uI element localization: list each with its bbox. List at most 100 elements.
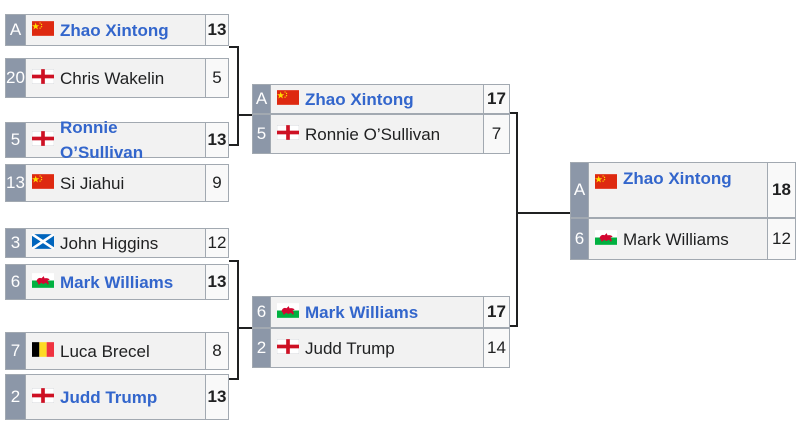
player-cell[interactable]: Judd Trump bbox=[25, 374, 206, 420]
score: 12 bbox=[768, 218, 796, 260]
score: 13 bbox=[206, 122, 229, 158]
seed: 20 bbox=[5, 58, 25, 98]
england-flag-icon bbox=[276, 122, 300, 147]
r2-m1-bottom: 5 Ronnie O’Sullivan 7 bbox=[252, 114, 510, 154]
seed: 5 bbox=[252, 114, 270, 154]
score: 17 bbox=[484, 84, 510, 114]
player-cell[interactable]: Si Jiahui bbox=[25, 164, 206, 202]
seed: 2 bbox=[252, 328, 270, 368]
r1-m3-bottom: 6 Mark Williams 13 bbox=[5, 264, 229, 300]
r2-m1-top: A Zhao Xintong 17 bbox=[252, 84, 510, 114]
china-flag-icon bbox=[32, 18, 54, 43]
seed: 6 bbox=[252, 296, 270, 328]
score: 18 bbox=[768, 162, 796, 218]
england-flag-icon bbox=[31, 128, 55, 153]
player-cell[interactable]: Mark Williams bbox=[588, 218, 768, 260]
score: 7 bbox=[484, 114, 510, 154]
england-flag-icon bbox=[276, 336, 300, 361]
r1-m2-top: 5 Ronnie O’Sullivan 13 bbox=[5, 118, 229, 162]
player-cell[interactable]: Mark Williams bbox=[25, 264, 206, 300]
player-name[interactable]: Mark Williams bbox=[623, 229, 729, 249]
final-match: A Zhao Xintong 18 6 Mark Williams 12 bbox=[570, 162, 796, 260]
connector-r2 bbox=[510, 325, 518, 327]
wales-flag-icon bbox=[595, 227, 617, 252]
r2-match-2: 6 Mark Williams 17 2 Judd Trump 14 bbox=[252, 296, 510, 368]
player-name[interactable]: Chris Wakelin bbox=[60, 68, 165, 88]
china-flag-icon bbox=[595, 171, 617, 196]
seed: A bbox=[570, 162, 588, 218]
player-name[interactable]: Zhao Xintong bbox=[305, 89, 414, 109]
player-cell[interactable]: Ronnie O’Sullivan bbox=[25, 118, 206, 162]
r1-match-1: A Zhao Xintong 13 20 Chris Wakelin 5 bbox=[5, 14, 229, 98]
r1-match-4: 7 Luca Brecel 8 2 Judd Trump 13 bbox=[5, 332, 229, 420]
player-name[interactable]: Ronnie O’Sullivan bbox=[305, 124, 441, 144]
player-name[interactable]: Judd Trump bbox=[305, 338, 395, 358]
player-name[interactable]: Judd Trump bbox=[60, 387, 158, 407]
player-name[interactable]: Zhao Xintong bbox=[60, 20, 169, 40]
r1-match-2: 5 Ronnie O’Sullivan 13 13 Si Jiahui 9 bbox=[5, 118, 229, 202]
connector-r2 bbox=[516, 112, 518, 327]
connector-r1-top bbox=[237, 114, 252, 116]
score: 5 bbox=[206, 58, 229, 98]
connector-r1-top bbox=[229, 144, 239, 146]
england-flag-icon bbox=[31, 66, 55, 91]
connector-r1-bottom bbox=[229, 260, 239, 262]
score: 17 bbox=[484, 296, 510, 328]
r1-m1-bottom: 20 Chris Wakelin 5 bbox=[5, 58, 229, 98]
r2-m2-top: 6 Mark Williams 17 bbox=[252, 296, 510, 328]
player-name[interactable]: Ronnie O’Sullivan bbox=[60, 118, 144, 162]
r1-m4-top: 7 Luca Brecel 8 bbox=[5, 332, 229, 370]
seed: 7 bbox=[5, 332, 25, 370]
player-name[interactable]: Mark Williams bbox=[305, 302, 419, 322]
seed: 3 bbox=[5, 228, 25, 258]
player-cell[interactable]: John Higgins bbox=[25, 228, 206, 258]
score: 13 bbox=[206, 14, 229, 46]
connector-r1-top bbox=[237, 46, 239, 146]
player-name[interactable]: John Higgins bbox=[60, 233, 159, 253]
player-name[interactable]: Luca Brecel bbox=[60, 341, 150, 361]
r2-m2-bottom: 2 Judd Trump 14 bbox=[252, 328, 510, 368]
player-name[interactable]: Si Jiahui bbox=[60, 173, 125, 193]
score: 12 bbox=[206, 228, 229, 258]
player-cell[interactable]: Mark Williams bbox=[270, 296, 484, 328]
player-cell[interactable]: Luca Brecel bbox=[25, 332, 206, 370]
final-top: A Zhao Xintong 18 bbox=[570, 162, 796, 218]
seed: A bbox=[252, 84, 270, 114]
r1-m3-top: 3 John Higgins 12 bbox=[5, 228, 229, 258]
player-cell[interactable]: Ronnie O’Sullivan bbox=[270, 114, 484, 154]
wales-flag-icon bbox=[277, 300, 299, 325]
player-cell[interactable]: Zhao Xintong bbox=[25, 14, 206, 46]
seed: 5 bbox=[5, 122, 25, 158]
seed: 2 bbox=[5, 374, 25, 420]
connector-r1-bottom bbox=[237, 327, 252, 329]
england-flag-icon bbox=[31, 385, 55, 410]
connector-r2 bbox=[510, 112, 518, 114]
belgium-flag-icon bbox=[32, 339, 54, 364]
player-cell[interactable]: Zhao Xintong bbox=[588, 162, 768, 218]
connector-r1-top bbox=[229, 46, 239, 48]
r2-match-1: A Zhao Xintong 17 5 Ronnie O’Sullivan 7 bbox=[252, 84, 510, 154]
seed: 13 bbox=[5, 164, 25, 202]
score: 13 bbox=[206, 374, 229, 420]
wales-flag-icon bbox=[32, 270, 54, 295]
scotland-flag-icon bbox=[31, 231, 55, 256]
player-cell[interactable]: Chris Wakelin bbox=[25, 58, 206, 98]
connector-r2 bbox=[516, 212, 570, 214]
r1-match-3: 3 John Higgins 12 6 Mark Williams 13 bbox=[5, 228, 229, 300]
player-cell[interactable]: Judd Trump bbox=[270, 328, 484, 368]
seed: 6 bbox=[570, 218, 588, 260]
final-bottom: 6 Mark Williams 12 bbox=[570, 218, 796, 260]
connector-r1-bottom bbox=[237, 260, 239, 380]
r1-m1-top: A Zhao Xintong 13 bbox=[5, 14, 229, 46]
score: 14 bbox=[484, 328, 510, 368]
player-name[interactable]: Zhao Xintong bbox=[623, 169, 732, 188]
seed: A bbox=[5, 14, 25, 46]
player-cell[interactable]: Zhao Xintong bbox=[270, 84, 484, 114]
china-flag-icon bbox=[32, 171, 54, 196]
score: 8 bbox=[206, 332, 229, 370]
score: 13 bbox=[206, 264, 229, 300]
r1-m4-bottom: 2 Judd Trump 13 bbox=[5, 374, 229, 420]
player-name[interactable]: Mark Williams bbox=[60, 272, 174, 292]
china-flag-icon bbox=[277, 87, 299, 112]
seed: 6 bbox=[5, 264, 25, 300]
